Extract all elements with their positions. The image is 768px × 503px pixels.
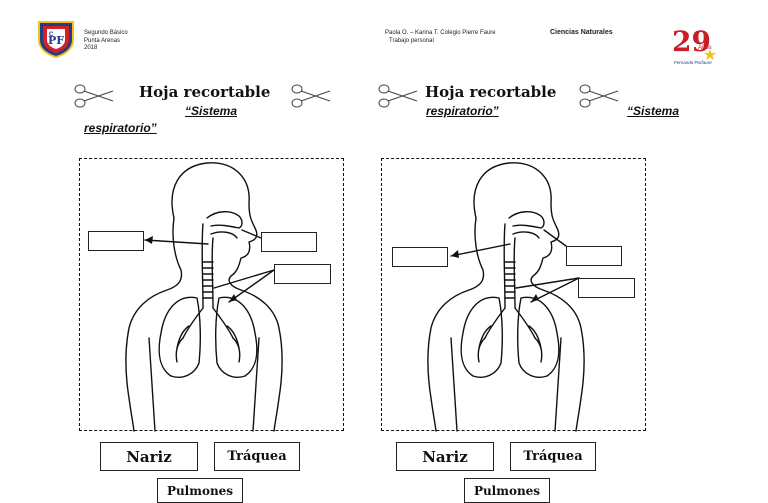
sheet-1-title: Hoja recortable (139, 83, 271, 101)
author-line-2: Trabajo personal (389, 37, 434, 44)
respiratory-diagram-right (427, 162, 585, 432)
label-card-traquea-right[interactable]: Tráquea (510, 442, 596, 471)
school-crest-icon: PF C (37, 20, 75, 59)
school-line-3: 2018 (84, 45, 98, 51)
diagram-frame-right (381, 158, 646, 431)
sheet-1-subtitle-line-1: “Sistema (185, 104, 238, 118)
label-card-nariz-right[interactable]: Nariz (396, 442, 494, 471)
sheet-1-subtitle-line-2: respiratorio” (84, 121, 157, 135)
anniversary-number: 29 (672, 25, 711, 58)
answer-box-right-3[interactable] (578, 278, 635, 298)
anniversary-logo-icon: 29 Años Fernando Porfaure (670, 23, 720, 67)
author-info: Paola O. – Karina T. Colegio Pierre Faur… (385, 30, 496, 45)
scissors-icon (290, 83, 332, 109)
anniversary-text: Años (698, 45, 712, 51)
respiratory-diagram-left (125, 162, 283, 432)
anniversary-caption: Fernando Porfaure (674, 60, 712, 65)
answer-box-left-1[interactable] (88, 231, 144, 251)
scissors-icon (73, 83, 115, 109)
sheet-2-subtitle-line-1: respiratorio” (426, 104, 499, 118)
svg-text:PF: PF (48, 34, 64, 47)
school-line-1: Segundo Básico (84, 30, 128, 36)
answer-box-right-1[interactable] (392, 247, 448, 267)
answer-box-right-2[interactable] (566, 246, 622, 266)
scissors-icon (578, 83, 620, 109)
scissors-icon (377, 83, 419, 109)
school-info: Segundo Básico Punta Arenas 2018 (84, 30, 128, 53)
diagram-frame-left (79, 158, 344, 431)
label-card-nariz-left[interactable]: Nariz (100, 442, 198, 471)
label-card-pulmones-left[interactable]: Pulmones (157, 478, 243, 503)
school-line-2: Punta Arenas (84, 37, 121, 44)
author-line-1: Paola O. – Karina T. Colegio Pierre Faur… (385, 30, 496, 36)
sheet-2-subtitle-line-2: “Sistema (627, 104, 680, 118)
label-card-traquea-left[interactable]: Tráquea (214, 442, 300, 471)
sheet-2-title: Hoja recortable (425, 83, 557, 101)
answer-box-left-2[interactable] (261, 232, 317, 252)
svg-text:C: C (49, 32, 54, 38)
subject-label: Ciencias Naturales (550, 29, 613, 36)
label-card-pulmones-right[interactable]: Pulmones (464, 478, 550, 503)
answer-box-left-3[interactable] (274, 264, 331, 284)
